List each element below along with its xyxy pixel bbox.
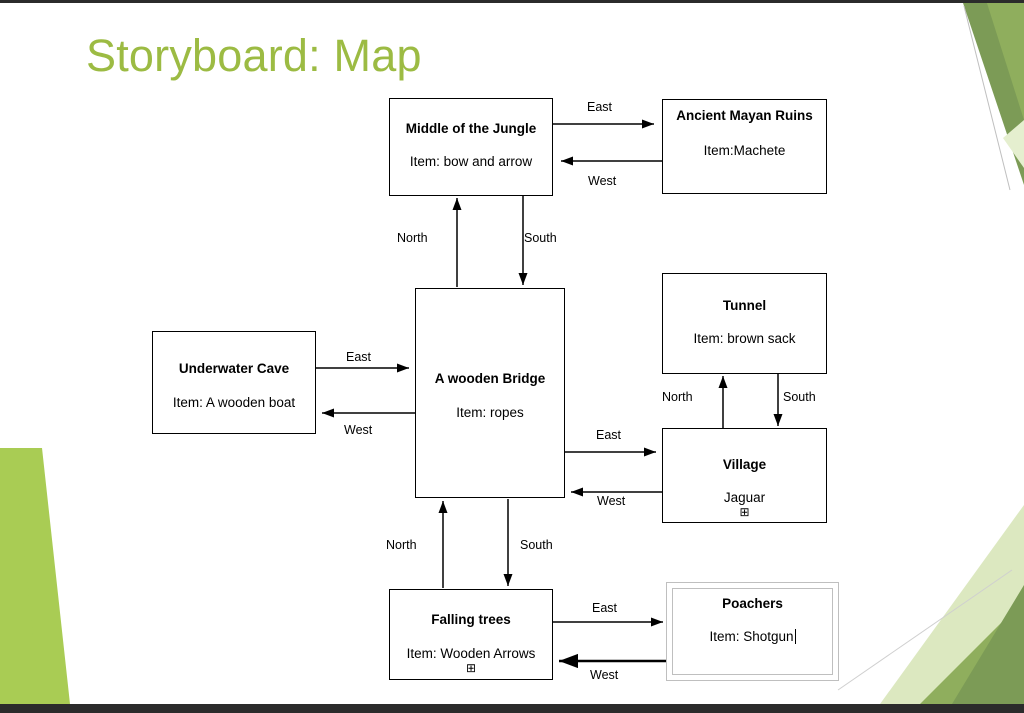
node-title: Underwater Cave — [178, 361, 290, 376]
edge-label-bridge-village-east: East — [596, 428, 622, 442]
node-ancient-mayan-ruins[interactable]: Ancient Mayan Ruins Item:Machete — [662, 99, 827, 194]
node-tunnel[interactable]: Tunnel Item: brown sack — [662, 273, 827, 374]
edge-label-ruins-jungle-west: West — [588, 174, 617, 188]
edge-label-village-bridge-west: West — [597, 494, 626, 508]
object-placeholder-icon: ⊞ — [739, 505, 750, 520]
edge-label-village-tunnel-north: North — [662, 390, 693, 404]
page-title: Storyboard: Map — [86, 30, 422, 81]
node-title: Falling trees — [431, 612, 511, 627]
deco-line-top — [963, 5, 1011, 191]
node-falling-trees[interactable]: Falling trees Item: Wooden Arrows ⊞ — [389, 589, 553, 680]
node-underwater-cave[interactable]: Underwater Cave Item: A wooden boat — [152, 331, 316, 434]
node-item: Item: brown sack — [693, 331, 796, 347]
deco-bottom-right-dark — [952, 585, 1024, 704]
node-title: Poachers — [722, 596, 783, 611]
edge-label-trees-poachers-east: East — [592, 601, 618, 615]
node-item: Item: Wooden Arrows — [406, 646, 536, 662]
node-title: Middle of the Jungle — [405, 121, 537, 136]
node-title: Village — [722, 457, 767, 472]
text-cursor — [794, 629, 796, 645]
deco-top-strip — [0, 0, 1024, 3]
node-item-text: Item: Shotgun — [709, 629, 794, 645]
edge-label-jungle-bridge-south: South — [524, 231, 557, 245]
object-placeholder-icon: ⊞ — [465, 661, 477, 676]
node-title: Ancient Mayan Ruins — [676, 108, 813, 123]
edge-label-poachers-trees-west: West — [590, 668, 619, 682]
node-item: Item: bow and arrow — [409, 154, 533, 170]
deco-line-bottom — [837, 569, 1013, 691]
node-a-wooden-bridge[interactable]: A wooden Bridge Item: ropes — [415, 288, 565, 498]
node-item: Item: A wooden boat — [172, 395, 296, 411]
node-title: Tunnel — [722, 298, 767, 313]
deco-bottom-left-2 — [0, 470, 40, 704]
edge-label-tunnel-village-south: South — [783, 390, 816, 404]
node-item: Item:Machete — [703, 143, 786, 159]
node-item: Jaguar — [723, 490, 766, 506]
edge-label-bridge-trees-north: North — [386, 538, 417, 552]
deco-top-right-light — [1003, 120, 1024, 168]
edge-label-bridge-jungle-north: North — [397, 231, 428, 245]
edge-label-cave-bridge-east: East — [346, 350, 372, 364]
node-village[interactable]: Village Jaguar ⊞ — [662, 428, 827, 523]
node-middle-of-the-jungle[interactable]: Middle of the Jungle Item: bow and arrow — [389, 98, 553, 196]
node-poachers[interactable]: Poachers Item: Shotgun — [666, 582, 839, 681]
edge-label-trees-bridge-south: South — [520, 538, 553, 552]
edge-label-jungle-ruins-east: East — [587, 100, 613, 114]
node-title: A wooden Bridge — [434, 371, 546, 386]
node-poachers-inner[interactable]: Poachers Item: Shotgun — [672, 588, 833, 675]
deco-top-right-mid — [986, 0, 1024, 120]
node-item: Item: ropes — [456, 405, 524, 421]
deco-bottom-strip — [0, 704, 1024, 713]
node-item[interactable]: Item: Shotgun — [709, 629, 796, 645]
edge-label-bridge-cave-west: West — [344, 423, 373, 437]
